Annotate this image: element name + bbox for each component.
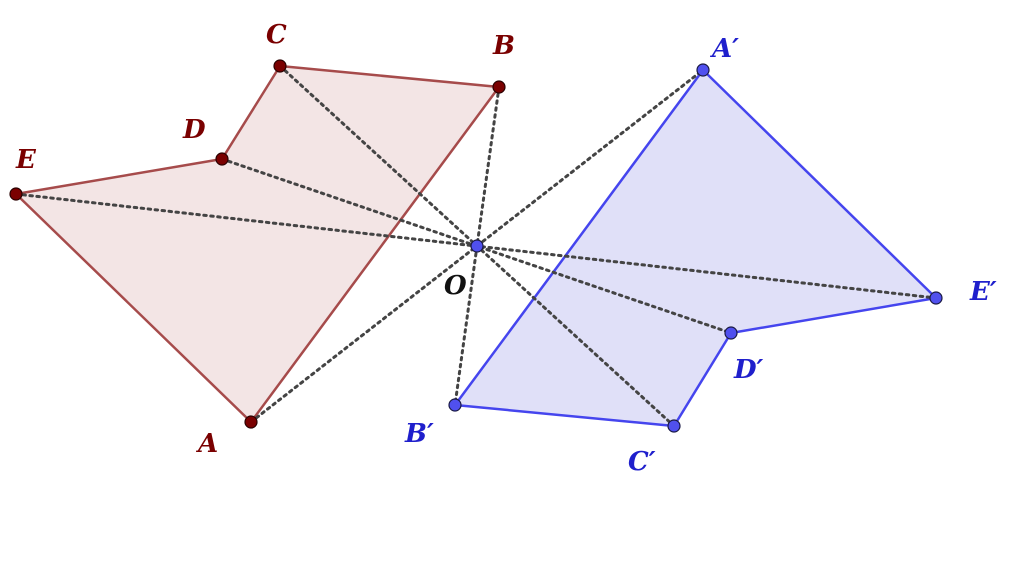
polygon-abcde-prime (453, 68, 938, 428)
label-e-prime: E′ (969, 277, 997, 307)
point-c-prime[interactable] (667, 419, 681, 433)
point-a-prime[interactable] (696, 63, 710, 77)
point-d-prime[interactable] (724, 326, 738, 340)
image-points (448, 63, 943, 433)
polygon-abcde (14, 64, 501, 424)
label-o: O (444, 271, 467, 301)
point-e-prime[interactable] (929, 291, 943, 305)
label-a-prime: A′ (709, 34, 739, 64)
point-e[interactable] (9, 187, 23, 201)
label-c-prime: C′ (628, 447, 656, 477)
point-d[interactable] (215, 152, 229, 166)
point-b-prime[interactable] (448, 398, 462, 412)
label-e: E (15, 145, 37, 175)
label-b: B (492, 31, 515, 61)
label-d: D (182, 115, 206, 145)
label-b-prime: B′ (404, 419, 434, 449)
label-a: A (195, 429, 218, 459)
original-labels: A B C D E (15, 20, 515, 459)
point-a[interactable] (244, 415, 258, 429)
image-labels: A′ B′ C′ D′ E′ (404, 34, 997, 477)
point-b[interactable] (492, 80, 506, 94)
point-o[interactable] (470, 239, 484, 253)
original-points (9, 59, 506, 429)
label-d-prime: D′ (733, 355, 764, 385)
label-c: C (266, 20, 287, 50)
point-c[interactable] (273, 59, 287, 73)
